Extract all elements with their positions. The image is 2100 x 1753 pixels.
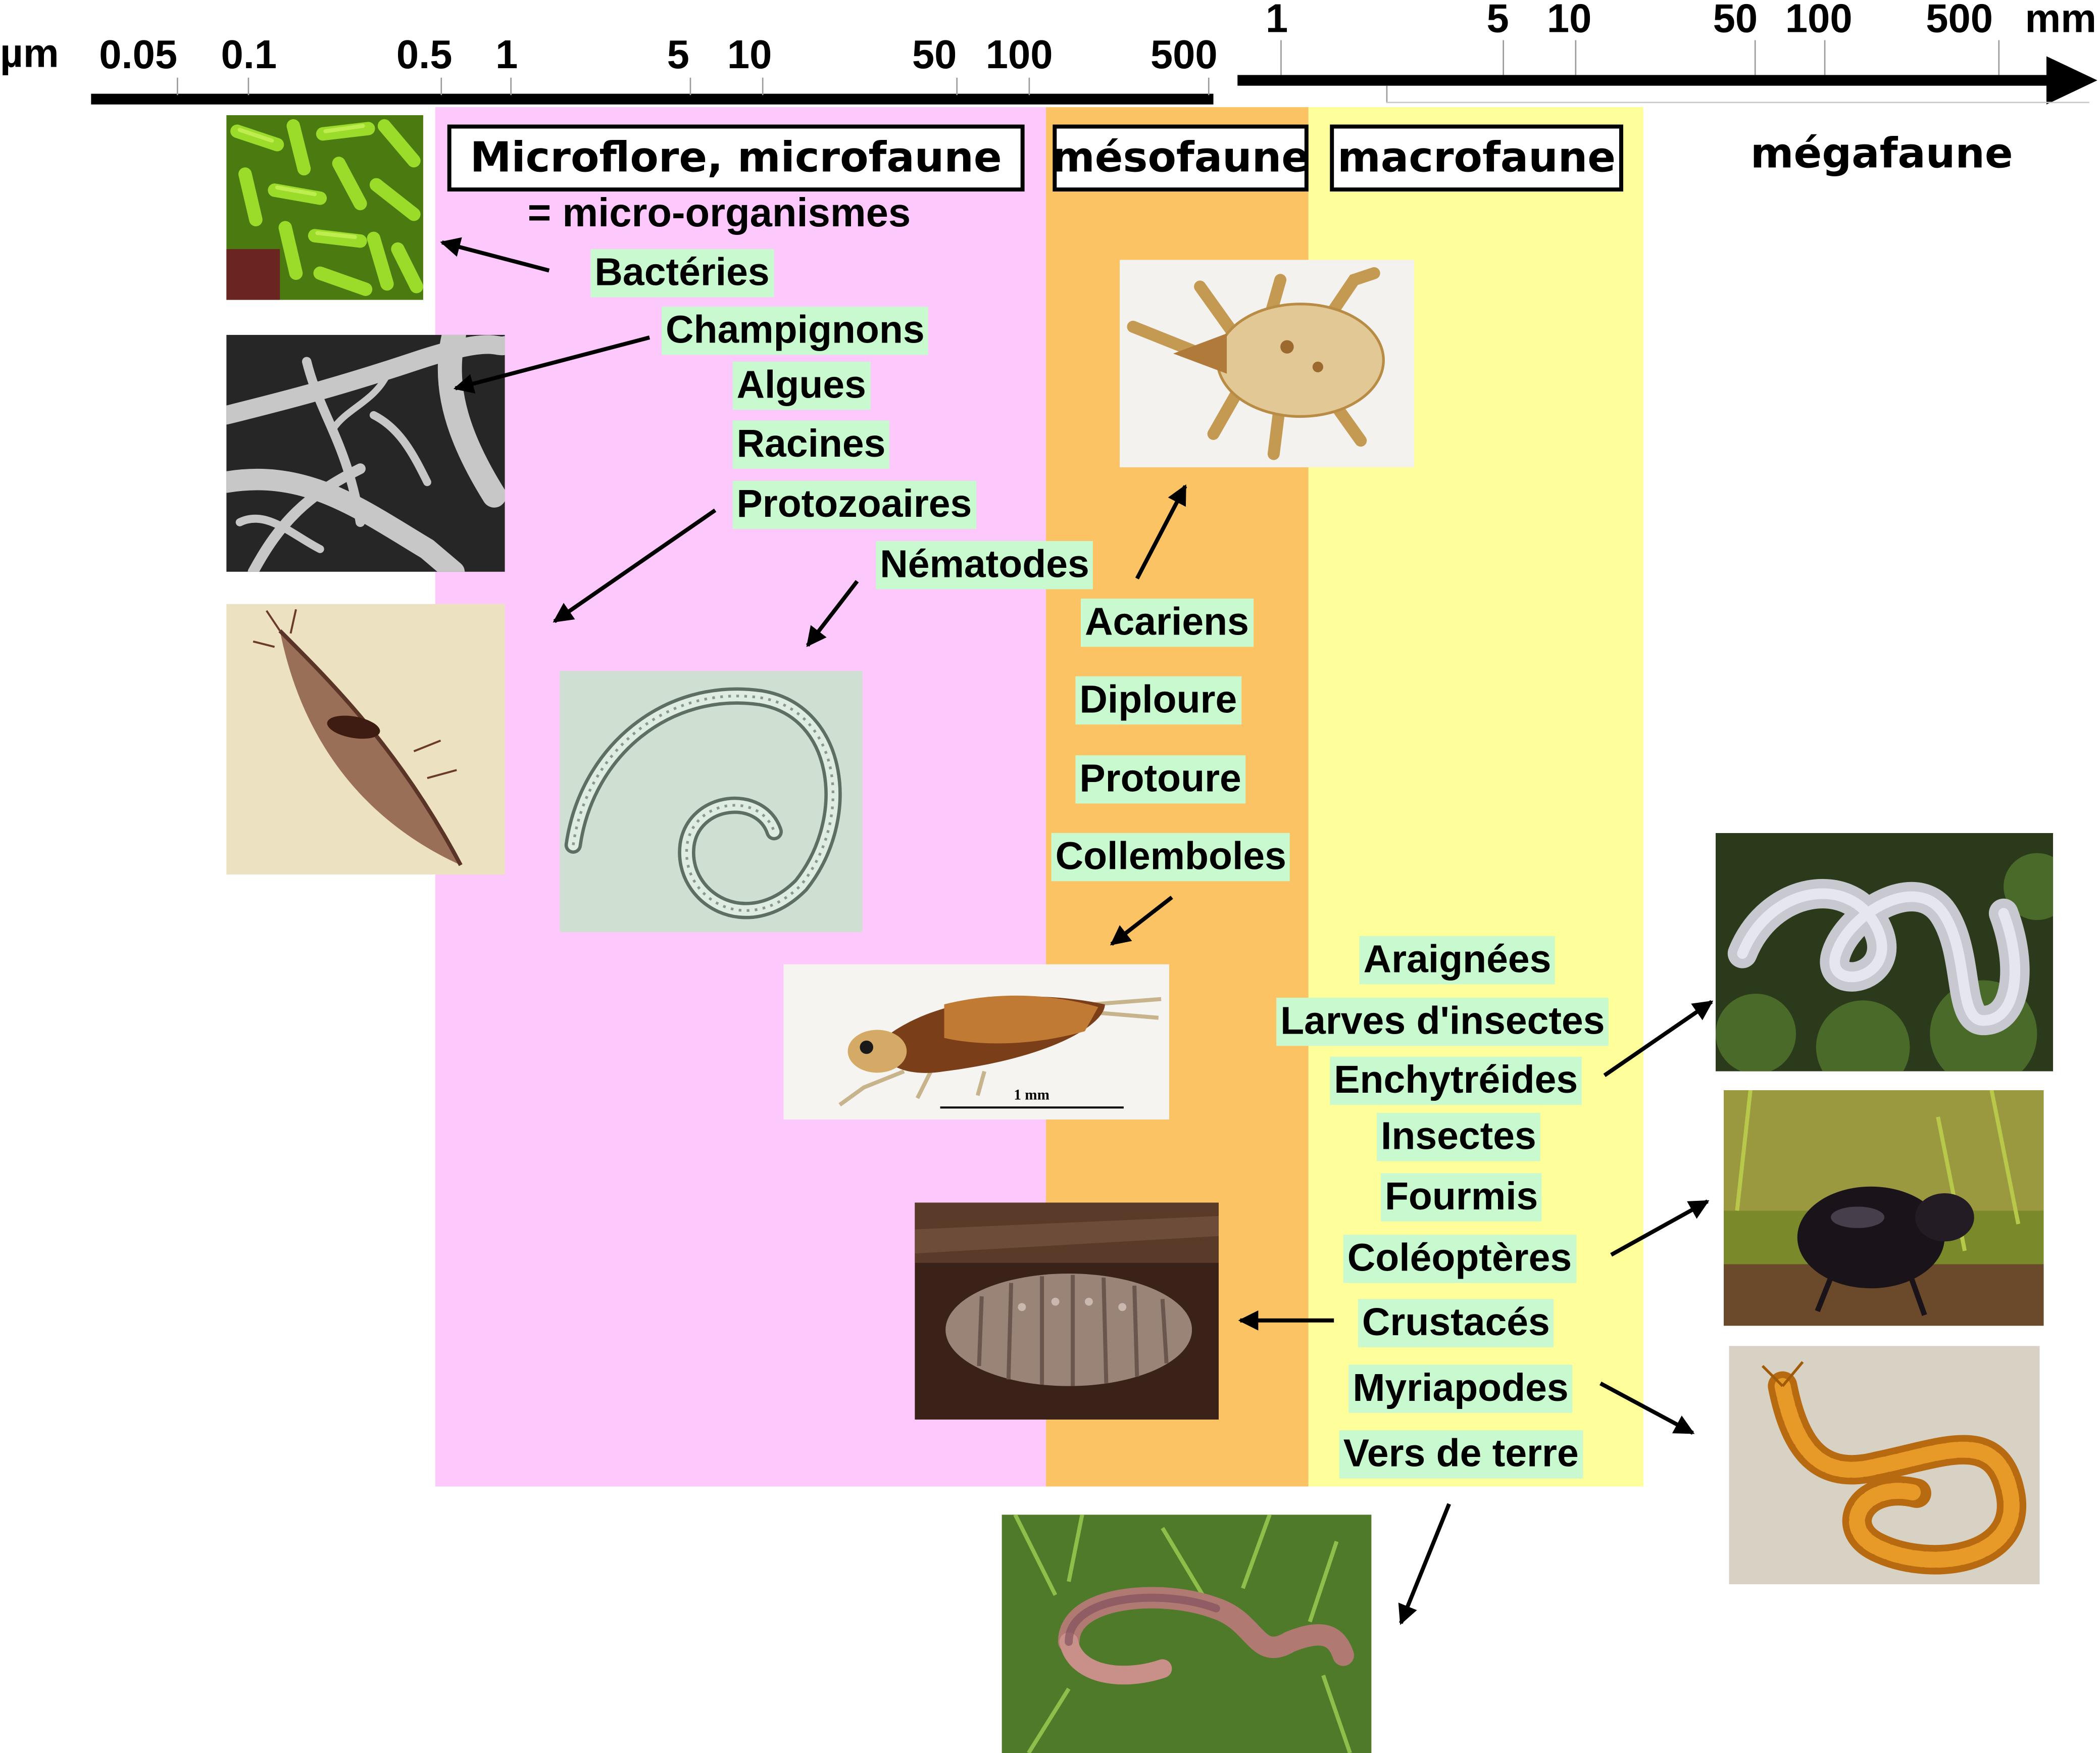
centipede-photo	[1729, 1346, 2040, 1585]
millimetre-tick-label: 100	[1785, 0, 1853, 42]
micro-organismes-subtitle: = micro-organismes	[527, 191, 911, 236]
springtail-photo: 1 mm	[783, 964, 1170, 1120]
label-acariens: Acariens	[1081, 598, 1253, 647]
millimetre-tick-mark	[1824, 40, 1826, 75]
millimetre-tick-label: 500	[1926, 0, 1993, 42]
micrometre-tick-mark	[247, 77, 249, 95]
micrometre-tick-label: 0.5	[396, 33, 453, 78]
millimetre-tick-mark	[1503, 40, 1504, 75]
micrometre-tick-mark	[956, 77, 958, 95]
millimetre-tick-mark	[1754, 40, 1756, 75]
label-vers-de-terre: Vers de terre	[1339, 1430, 1583, 1479]
label-bacteries: Bactéries	[590, 249, 774, 298]
millimetre-tick-label: 5	[1486, 0, 1509, 42]
micrometre-tick-label: 0.05	[99, 33, 178, 78]
label-myriapodes: Myriapodes	[1348, 1365, 1573, 1413]
millimetre-tick-mark	[1575, 40, 1577, 75]
millimetre-tick-mark	[1280, 40, 1282, 75]
micrometre-tick-label: 1	[495, 33, 518, 78]
micrometre-axis-line	[91, 93, 1214, 105]
micrometre-tick-mark	[1208, 77, 1210, 95]
millimetre-axis-line	[1237, 75, 2058, 86]
label-protozoaires: Protozoaires	[732, 480, 976, 529]
megafaune-title: mégafaune	[1750, 130, 2013, 178]
mesofaune-title-box: mésofaune	[1052, 124, 1310, 192]
nematode-photo	[560, 671, 863, 933]
mite-photo	[1119, 260, 1415, 468]
millimetre-tick-mark	[1386, 85, 1388, 102]
woodlouse-photo	[915, 1202, 1219, 1420]
macrofaune-title-box: macrofaune	[1330, 124, 1623, 192]
bacteria-photo	[226, 115, 423, 300]
label-larves-insectes: Larves d'insectes	[1276, 997, 1609, 1046]
micrometre-unit: µm	[0, 32, 59, 77]
mesofaune-title: mésofaune	[1052, 134, 1310, 182]
micrometre-tick-mark	[762, 77, 764, 95]
beetle-photo	[1723, 1090, 2044, 1326]
springtail-scale-label: 1 mm	[1014, 1087, 1049, 1104]
label-araignees: Araignées	[1359, 936, 1556, 985]
label-collemboles: Collemboles	[1051, 833, 1290, 882]
label-insectes: Insectes	[1377, 1112, 1540, 1161]
microflore-title-box: Microflore, microfaune	[447, 124, 1025, 192]
micrometre-tick-mark	[689, 77, 691, 95]
macrofaune-title: macrofaune	[1337, 134, 1616, 182]
label-diploure: Diploure	[1075, 676, 1241, 725]
label-protoure: Protoure	[1075, 755, 1245, 804]
millimetre-tick-label: 10	[1546, 0, 1592, 42]
millimetre-unit: mm	[2025, 0, 2097, 42]
micrometre-tick-mark	[1028, 77, 1030, 95]
millimetre-guide-line	[1386, 102, 2089, 104]
micrometre-tick-label: 0.1	[221, 33, 277, 78]
arrow-vers-de-terre	[1398, 1503, 1451, 1625]
label-champignons: Champignons	[661, 307, 929, 355]
label-crustaces: Crustacés	[1358, 1299, 1554, 1347]
millimetre-tick-label: 1	[1265, 0, 1288, 42]
micrometre-tick-label: 10	[727, 33, 772, 78]
earthworm-photo	[1002, 1515, 1372, 1753]
millimetre-tick-label: 50	[1713, 0, 1758, 42]
micrometre-tick-mark	[510, 77, 512, 95]
label-coleopteres: Coléoptères	[1343, 1235, 1576, 1283]
label-fourmis: Fourmis	[1381, 1173, 1542, 1222]
micrometre-tick-mark	[177, 77, 178, 95]
micrometre-tick-label: 100	[985, 33, 1053, 78]
micrometre-tick-mark	[440, 77, 442, 95]
label-algues: Algues	[732, 361, 870, 410]
microflore-title: Microflore, microfaune	[470, 134, 1002, 182]
millimetre-tick-mark	[1998, 40, 2000, 75]
label-nematodes: Nématodes	[876, 541, 1093, 590]
enchytraeid-photo	[1715, 833, 2054, 1072]
micrometre-tick-label: 500	[1150, 33, 1218, 78]
micrometre-tick-label: 5	[667, 33, 689, 78]
label-racines: Racines	[732, 420, 890, 469]
label-enchytreides: Enchytréides	[1330, 1056, 1582, 1105]
fungi-photo	[226, 334, 505, 572]
micrometre-tick-label: 50	[912, 33, 957, 78]
protozoa-photo	[226, 604, 505, 875]
